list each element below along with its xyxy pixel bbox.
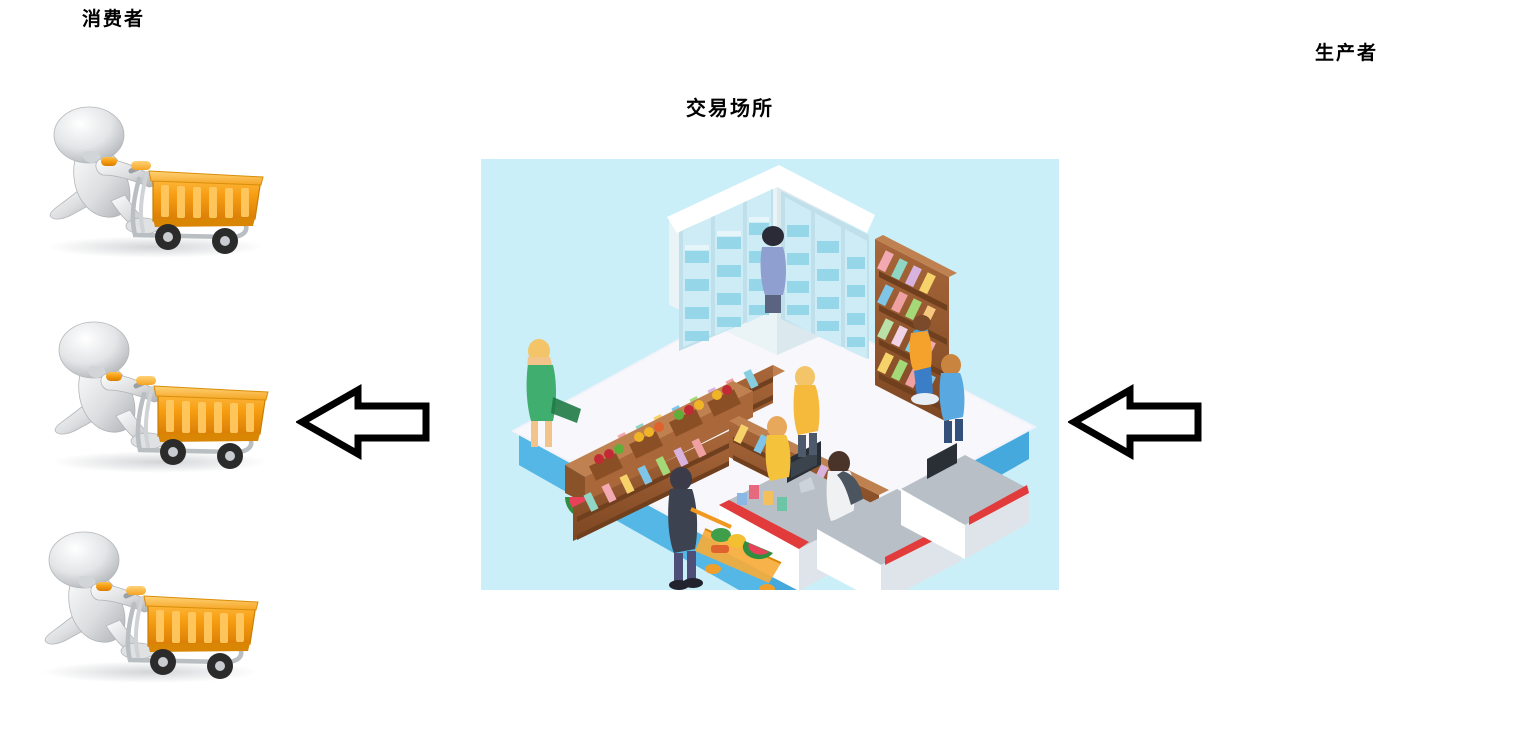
arrow-producer-to-market-icon xyxy=(1068,382,1204,462)
consumer-figure xyxy=(40,310,285,475)
consumer-figure xyxy=(30,520,275,685)
consumer-figure xyxy=(35,95,280,260)
consumer-group-label: 消费者 xyxy=(82,8,146,30)
arrow-market-to-consumer-icon xyxy=(296,382,432,462)
producer-group-label: 生产者 xyxy=(1315,42,1379,64)
marketplace-title-label: 交易场所 xyxy=(686,96,774,120)
marketplace-illustration xyxy=(481,159,1059,590)
